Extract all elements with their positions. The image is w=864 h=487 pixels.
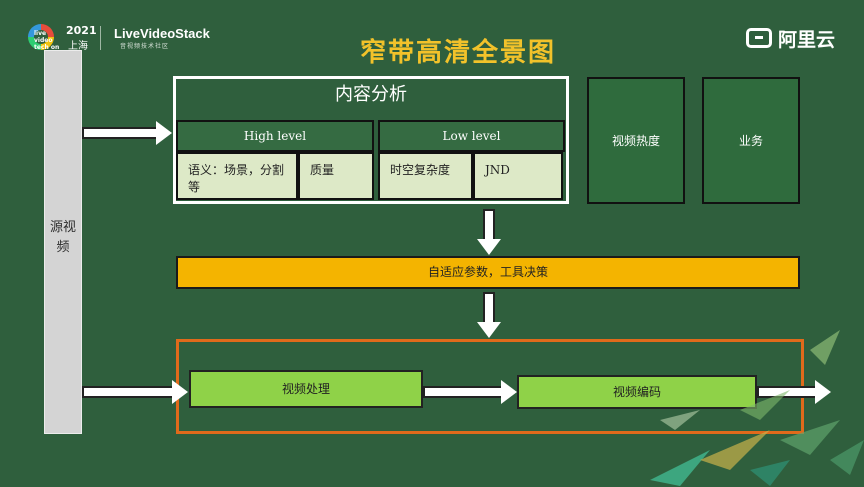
content-analysis-title: 内容分析 — [335, 84, 407, 105]
event-year: 2021 — [66, 24, 97, 37]
decorative-corner-graphic — [650, 330, 864, 486]
livevideostack-subtitle: 音视频技术社区 — [120, 43, 170, 50]
low-level-header: Low level — [378, 120, 565, 152]
arrow-processing-to-encoding — [423, 380, 517, 404]
business-box: 业务 — [702, 77, 800, 204]
cell-jnd: JND — [473, 152, 563, 200]
high-level-header: High level — [176, 120, 374, 152]
event-city: 上海 — [68, 41, 88, 52]
cell-spatiotemporal-complexity: 时空复杂度 — [378, 152, 473, 200]
arrow-source-to-processing — [82, 380, 188, 404]
source-video-bar — [44, 50, 82, 434]
event-logo-text: live video tech on — [34, 30, 60, 51]
aliyun-logo-icon — [746, 28, 772, 48]
video-processing-box: 视频处理 — [189, 370, 423, 408]
adaptive-decision-bar: 自适应参数，工具决策 — [176, 256, 800, 289]
source-video-label: 源视频 — [49, 220, 76, 255]
cell-quality: 质量 — [298, 152, 374, 200]
header-divider — [100, 26, 101, 50]
aliyun-brand: 阿里云 — [778, 29, 836, 51]
arrow-decision-to-processing — [477, 292, 501, 338]
video-encoding-box: 视频编码 — [517, 375, 757, 409]
arrow-source-to-analysis — [82, 121, 172, 145]
arrow-analysis-to-decision — [477, 209, 501, 255]
content-analysis-box — [173, 76, 569, 204]
page-title: 窄带高清全景图 — [360, 38, 557, 68]
cell-semantics: 语义：场景，分割等 — [176, 152, 298, 200]
event-logo-icon — [28, 24, 54, 50]
video-popularity-box: 视频热度 — [587, 77, 685, 204]
livevideostack-logo: LiveVideoStack — [114, 26, 210, 41]
